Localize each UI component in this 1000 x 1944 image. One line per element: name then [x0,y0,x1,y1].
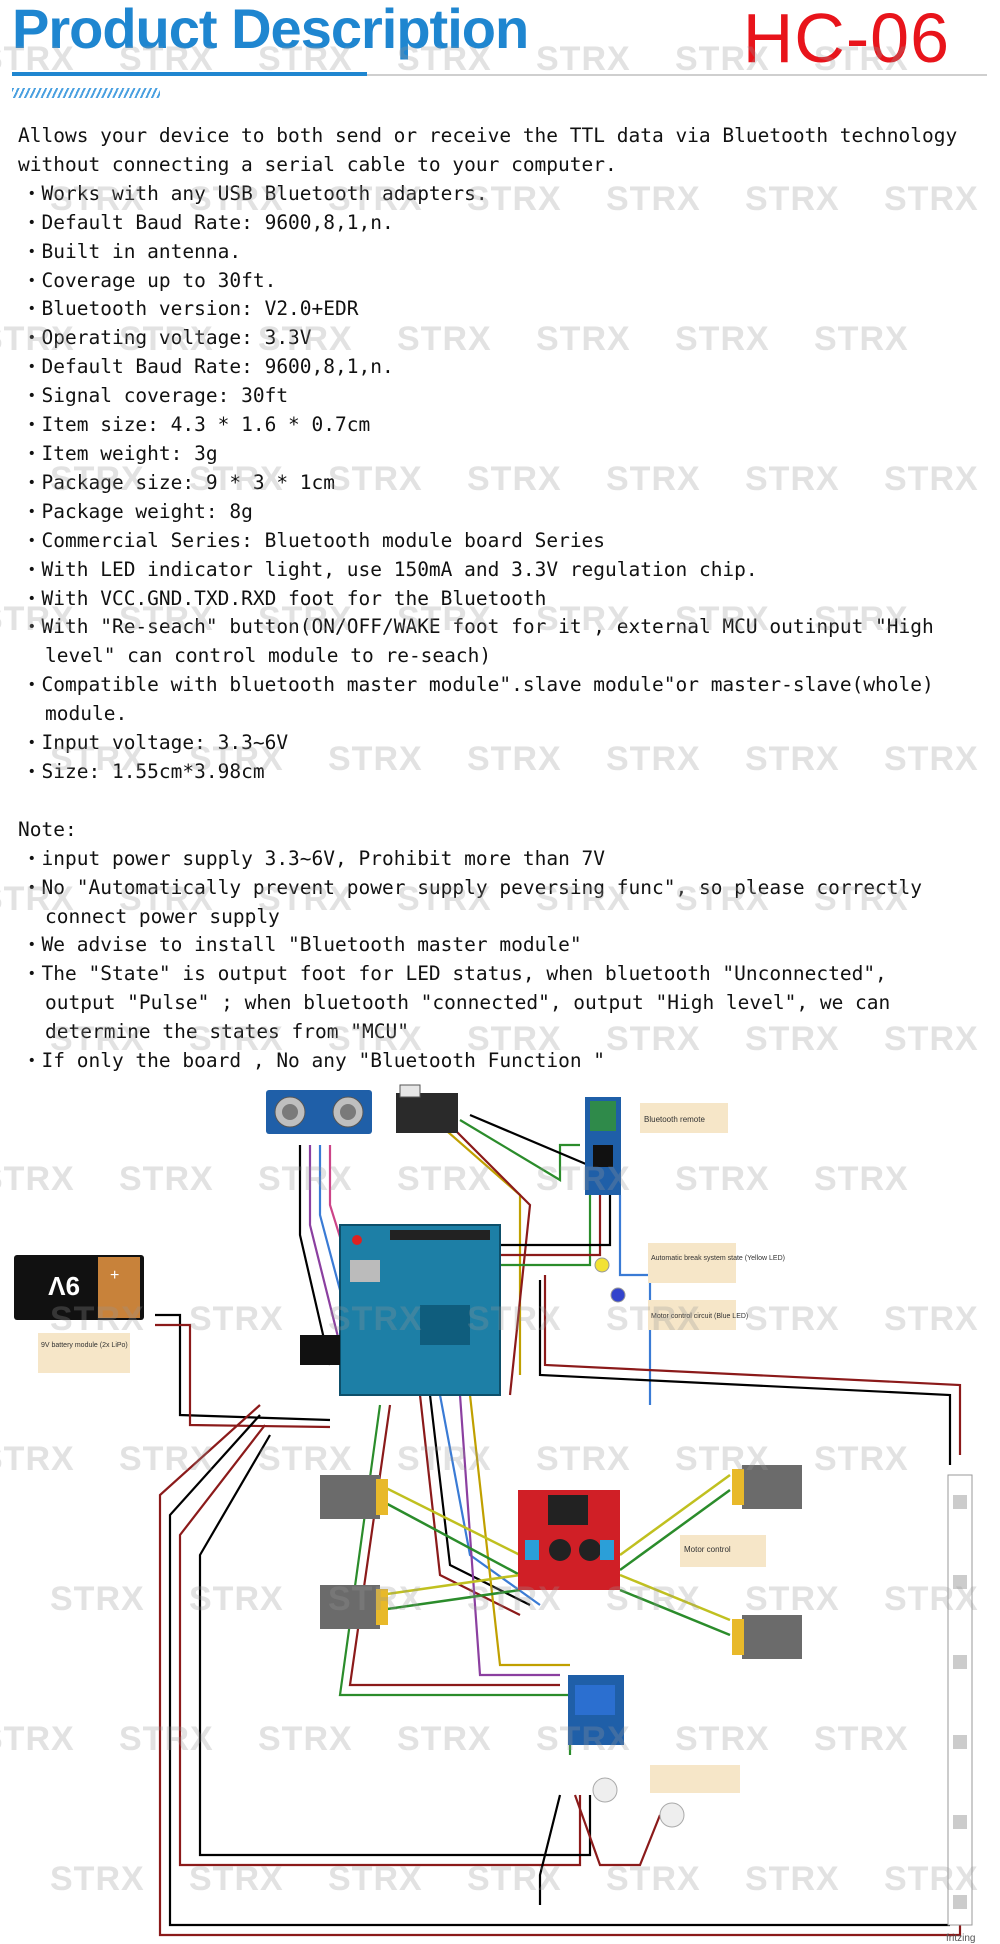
note-item-continued: connect power supply [45,904,280,928]
battery-caption: 9V battery module (2x LiPo) [41,1342,128,1349]
battery-9v: 9V + 9V battery module (2x LiPo) [14,1255,144,1373]
note-heading: Note: [18,817,77,841]
note-item: ・input power supply 3.3~6V, Prohibit mor… [22,846,606,870]
feature-item: ・With LED indicator light, use 150mA and… [22,557,758,581]
feature-item: ・Commercial Series: Bluetooth module boa… [22,528,606,552]
feature-item: ・Input voltage: 3.3~6V [22,731,289,755]
note-item-continued: determine the states from "MCU" [45,1020,409,1044]
feature-item: ・Item size: 4.3 * 1.6 * 0.7cm [22,413,371,437]
feature-item-continued: level" can control module to re-seach) [45,644,492,668]
intro-line: without connecting a serial cable to you… [18,152,617,176]
hatch-decoration [12,88,160,98]
brake-label: Automatic break system state (Yellow LED… [651,1255,785,1262]
wires [155,1113,962,1937]
feature-item: ・Default Baud Rate: 9600,8,1,n. [22,210,394,234]
wiring-diagram: Bluetooth remote Automatic break system … [14,1084,975,1944]
note-item: ・If only the board , No any "Bluetooth F… [22,1049,606,1073]
page-title: Product Description [12,0,529,60]
feature-item: ・Works with any USB Bluetooth adapters. [22,181,488,205]
fritzing-label: fritzing [946,1933,975,1944]
feature-item: ・Signal coverage: 30ft [22,384,289,408]
feature-item: ・With VCC.GND.TXD.RXD foot for the Bluet… [22,586,547,610]
intro-line: Allows your device to both send or recei… [18,124,958,147]
note-item: ・We advise to install "Bluetooth master … [22,933,582,957]
feature-item: ・Built in antenna. [22,239,242,263]
feature-item: ・Default Baud Rate: 9600,8,1,n. [22,355,394,379]
relay-module [568,1675,740,1793]
description-text: Allows your device to both send or recei… [18,122,988,1076]
note-item-continued: output "Pulse" ; when bluetooth "connect… [45,991,891,1015]
motor-control-label: Motor control [684,1545,731,1554]
motor-driver: Motor control [518,1490,766,1590]
control-label: Motor control circuit (Blue LED) [651,1313,748,1320]
feature-item: ・Package size: 9 * 3 * 1cm [22,470,336,494]
header-divider [367,74,987,76]
feature-item: ・Size: 1.55cm*3.98cm [22,759,265,783]
led-strip [947,1474,973,1926]
feature-item: ・Coverage up to 30ft. [22,268,277,292]
bluetooth-module: Bluetooth remote [585,1097,728,1195]
bottom-leds [592,1777,685,1828]
feature-item: ・Operating voltage: 3.3V [22,326,312,350]
feature-item-continued: module. [45,702,128,726]
battery-plus: + [110,1267,119,1284]
arduino-board [300,1224,501,1396]
feature-item: ・Package weight: 8g [22,499,253,523]
ultrasonic-sensor [266,1090,372,1134]
feature-item: ・Item weight: 3g [22,441,218,465]
note-item: ・The "State" is output foot for LED stat… [22,962,887,986]
servo-motor [396,1084,458,1133]
dc-motors [320,1465,802,1659]
note-item: ・No "Automatically prevent power supply … [22,875,923,899]
feature-item: ・Bluetooth version: V2.0+EDR [22,297,359,321]
bt-label: Bluetooth remote [644,1115,705,1124]
motor-wires [379,1473,731,1637]
feature-item: ・With "Re-seach" button(ON/OFF/WAKE foot… [22,615,934,639]
feature-item: ・Compatible with bluetooth master module… [22,673,934,697]
battery-label: 9V [48,1271,80,1301]
led-labels: Automatic break system state (Yellow LED… [594,1243,785,1330]
model-name: HC-06 [742,0,950,77]
title-underline [12,72,367,76]
header: Product Description HC-06 [0,0,1000,110]
